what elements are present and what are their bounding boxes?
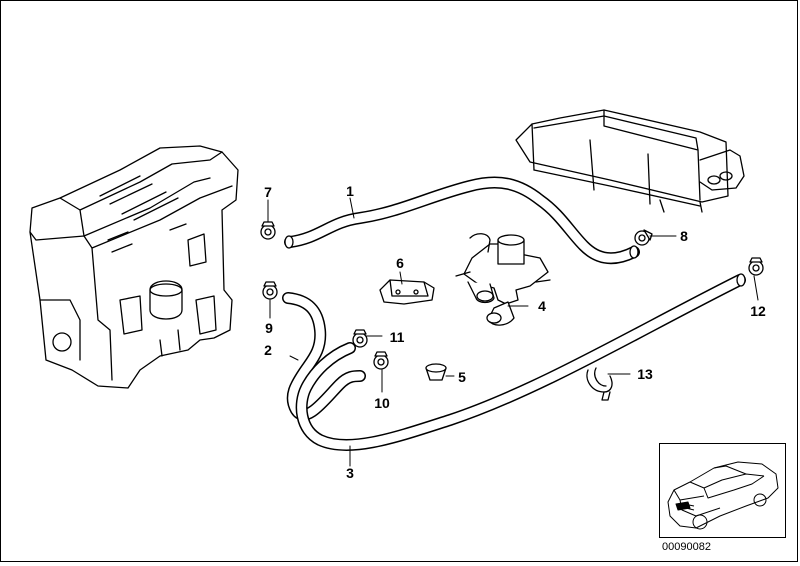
hose-3 xyxy=(295,273,746,452)
callout-1: 1 xyxy=(346,183,354,199)
callout-12: 12 xyxy=(750,303,766,319)
callout-8: 8 xyxy=(680,228,688,244)
holder xyxy=(586,367,613,401)
callout-13: 13 xyxy=(637,366,653,382)
callout-9: 9 xyxy=(265,320,273,336)
catalog-number: 00090082 xyxy=(662,541,711,553)
engine-block xyxy=(29,145,239,389)
callout-4: 4 xyxy=(538,298,546,314)
leader-lines xyxy=(267,197,759,467)
callout-2: 2 xyxy=(264,342,272,358)
hose-clamps xyxy=(260,221,764,370)
callout-3: 3 xyxy=(346,465,354,481)
bracket xyxy=(379,279,435,305)
water-valve xyxy=(455,233,551,326)
hose-2 xyxy=(282,292,366,421)
callout-6: 6 xyxy=(396,255,404,271)
callout-11: 11 xyxy=(389,329,405,345)
grommet xyxy=(425,363,447,381)
hose-1 xyxy=(284,176,640,265)
car-icon xyxy=(667,461,779,530)
callout-5: 5 xyxy=(458,369,466,385)
callout-10: 10 xyxy=(374,395,390,411)
callout-7: 7 xyxy=(264,184,272,200)
heater-core xyxy=(515,109,745,213)
vehicle-thumbnail xyxy=(659,443,786,538)
